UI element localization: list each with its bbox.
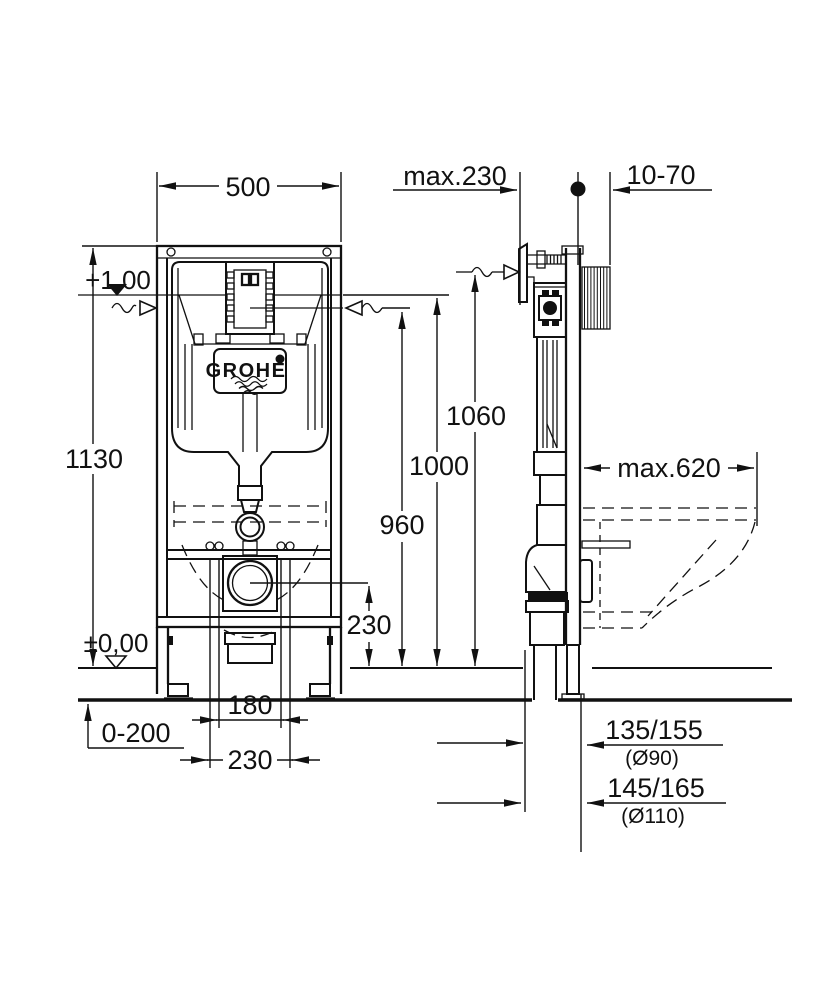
wc-bowl-outline	[583, 507, 756, 629]
grohe-logo-text: GROHE	[206, 360, 287, 382]
dimension-layer	[82, 172, 758, 852]
water-supply-top-icon	[456, 263, 521, 281]
wall-hatch	[581, 266, 611, 330]
upper-level-marker-icon	[78, 284, 157, 296]
label-backgrounds	[60, 173, 728, 775]
water-supply-right-icon	[344, 299, 383, 317]
front-view: GROHE	[155, 244, 343, 699]
floor-level-marker-icon	[104, 655, 128, 670]
level-plus-label: +1,00	[85, 265, 151, 295]
dim-depth-max-label: max.230	[403, 161, 507, 191]
dim-offset-110-label: 145/165	[607, 773, 705, 803]
dim-frame-height-label: 1130	[65, 444, 123, 474]
dim-offset-90-label: 135/155	[605, 715, 703, 745]
logo-waves-icon	[230, 375, 268, 395]
wall-reference-dot	[570, 181, 586, 197]
dim-height-960-label: 960	[379, 510, 424, 540]
dim-dia-90-label: (Ø90)	[625, 747, 679, 770]
registered-mark-dot	[275, 354, 285, 364]
dim-feet-range-label: 0-200	[101, 718, 170, 748]
dim-bowl-depth-label: max.620	[617, 453, 721, 483]
water-supply-left-icon	[111, 299, 158, 317]
side-view	[518, 181, 756, 700]
dim-drain-height-label: 230	[346, 610, 391, 640]
dim-wall-range-label: 10-70	[626, 160, 695, 190]
dim-height-1000-label: 1000	[409, 451, 469, 481]
dim-spacing-180-label: 180	[227, 690, 272, 720]
dim-dia-110-label: (Ø110)	[621, 805, 685, 828]
dim-height-1060-label: 1060	[446, 401, 506, 431]
grohe-logo: GROHE	[206, 348, 287, 395]
floor-lines	[78, 667, 792, 702]
level-zero-label: ±0,00	[84, 628, 149, 658]
dim-frame-width-label: 500	[225, 172, 270, 202]
dim-spacing-230-label: 230	[227, 745, 272, 775]
